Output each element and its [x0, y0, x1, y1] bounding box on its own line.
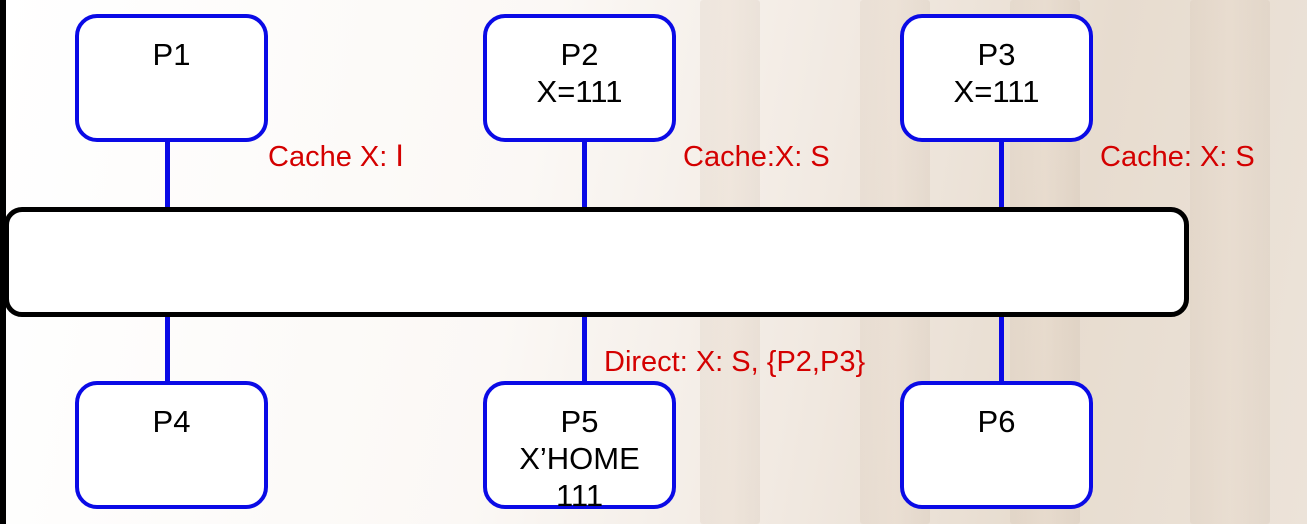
processor-p6: P6 [900, 381, 1093, 509]
processor-name: P4 [152, 404, 191, 439]
home-label: X’HOME [519, 441, 640, 476]
p1-cache-state-label: Cache X: Ⅰ [268, 141, 404, 173]
processor-name: P5 [560, 404, 599, 439]
processor-name: P3 [977, 37, 1016, 72]
wire-p1-bus [165, 140, 170, 210]
memory-value: 111 [555, 478, 604, 513]
processor-name: P2 [560, 37, 599, 72]
processor-p5: P5 X’HOME 111 [483, 381, 676, 513]
processor-p4: P4 [75, 381, 268, 509]
wire-p3-bus [999, 140, 1004, 210]
p2-cache-state-label: Cache:X: S [683, 141, 830, 173]
processor-name: P6 [977, 404, 1016, 439]
wire-p2-bus [582, 140, 587, 210]
left-edge-bar [0, 0, 6, 524]
wire-p6-bus [999, 315, 1004, 383]
background-column [1190, 0, 1270, 524]
processor-name: P1 [152, 37, 191, 72]
processor-p1: P1 [75, 14, 268, 142]
interconnect-bus [4, 207, 1189, 317]
p3-cache-state-label: Cache: X: S [1100, 141, 1255, 173]
directory-state-label: Direct: X: S, {P2,P3} [604, 346, 866, 378]
processor-p3: P3 X=111 [900, 14, 1093, 142]
wire-p5-bus [582, 315, 587, 383]
cache-value: X=111 [953, 74, 1040, 109]
wire-p4-bus [165, 315, 170, 383]
cache-value: X=111 [536, 74, 623, 109]
processor-p2: P2 X=111 [483, 14, 676, 142]
